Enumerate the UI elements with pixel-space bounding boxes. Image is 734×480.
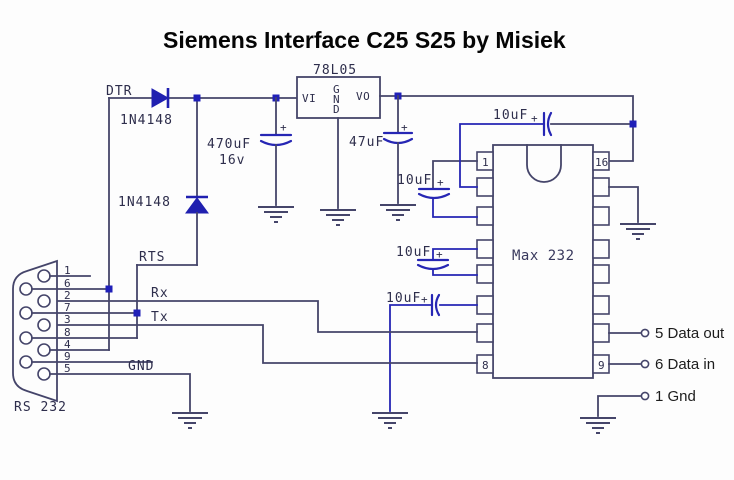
cap-c1-value: 10uF xyxy=(397,173,432,188)
ic-pin1-number: 1 xyxy=(482,156,489,169)
cap-c2: 10uF + xyxy=(396,245,478,276)
cap-470uf-voltage: 16v xyxy=(219,153,245,168)
ground-symbol xyxy=(619,223,657,240)
junction-dot xyxy=(105,285,113,293)
ic-gnd-wire xyxy=(608,186,657,240)
ic-notch xyxy=(526,144,562,183)
diode-d1-label: 1N4148 xyxy=(120,113,173,128)
cap-c2-value: 10uF xyxy=(396,245,431,260)
rx-wire: Rx xyxy=(49,286,478,333)
regulator-gnd-g: G xyxy=(333,83,340,96)
terminal-data-in: 6 Data in xyxy=(608,356,715,373)
ic-pin16-number: 16 xyxy=(595,156,608,169)
cap-47uf: + 47uF xyxy=(349,95,417,221)
cap-c3: 10uF + xyxy=(459,108,630,188)
db9-pin-number: 6 xyxy=(64,277,71,290)
ic-pin9-number: 9 xyxy=(598,359,605,372)
dtr-label: DTR xyxy=(106,84,132,99)
rts-label: RTS xyxy=(139,250,165,265)
ground-symbol xyxy=(371,412,409,429)
ic-label: Max 232 xyxy=(512,248,575,264)
page-title: Siemens Interface C25 S25 by Misiek xyxy=(163,27,566,53)
cap-470uf-plus: + xyxy=(280,121,287,134)
regulator-gnd-n: N xyxy=(333,93,340,106)
db9-pin-number: 8 xyxy=(64,326,71,339)
ic-pin8-number: 8 xyxy=(482,359,489,372)
db9-connector: 1 6 2 7 3 8 4 9 5 RS 232 xyxy=(12,259,191,415)
cap-c4: 10uF + xyxy=(371,291,478,429)
diode-d2-label: 1N4148 xyxy=(118,195,171,210)
cap-c4-value: 10uF xyxy=(386,291,421,306)
regulator-78l05: 78L05 VI G N D VO xyxy=(296,63,381,226)
rx-label: Rx xyxy=(151,286,169,301)
gnd-wire: GND xyxy=(128,359,209,429)
cap-c1-plus: + xyxy=(437,176,444,189)
db9-pin-number: 4 xyxy=(64,338,71,351)
db9-pin-number: 1 xyxy=(64,264,71,277)
terminal-gnd-label: 1 Gnd xyxy=(655,388,696,405)
junction-dot xyxy=(133,309,141,317)
db9-pin-number: 2 xyxy=(64,289,71,302)
cap-c1: 10uF + xyxy=(397,160,478,218)
regulator-vo-label: VO xyxy=(356,90,370,103)
gnd-label: GND xyxy=(128,359,154,374)
cap-47uf-value: 47uF xyxy=(349,135,384,150)
db9-pin-number: 7 xyxy=(64,301,71,314)
diode-d1: 1N4148 xyxy=(120,88,173,128)
db9-pin-number: 5 xyxy=(64,362,71,375)
cap-470uf: + 470uF 16v xyxy=(207,97,295,223)
db9-pin-number: 9 xyxy=(64,350,71,363)
cap-470uf-value: 470uF xyxy=(207,137,251,152)
ground-symbol xyxy=(579,417,617,434)
terminal-gnd: 1 Gnd xyxy=(579,388,696,434)
regulator-vi-label: VI xyxy=(302,92,316,105)
junction-dot xyxy=(193,94,201,102)
cap-c2-plus: + xyxy=(436,248,443,261)
cap-c3-value: 10uF xyxy=(493,108,528,123)
ground-symbol xyxy=(319,209,357,226)
ground-symbol xyxy=(379,204,417,221)
junction-dot xyxy=(629,120,637,128)
ic-max232: Max 232 1 16 8 9 xyxy=(476,144,610,379)
tx-wire: Tx xyxy=(49,310,478,364)
cap-c4-plus: + xyxy=(421,293,428,306)
db9-pin-number: 3 xyxy=(64,313,71,326)
ground-symbol xyxy=(171,412,209,429)
regulator-gnd-d: D xyxy=(333,103,340,116)
diode-d2: 1N4148 xyxy=(118,97,209,266)
tx-label: Tx xyxy=(151,310,169,325)
ground-symbol xyxy=(257,206,295,223)
db9-connector-label: RS 232 xyxy=(14,400,67,415)
cap-c3-plus: + xyxy=(531,112,538,125)
regulator-label: 78L05 xyxy=(313,63,357,78)
terminal-data-in-label: 6 Data in xyxy=(655,356,715,373)
cap-47uf-plus: + xyxy=(401,121,408,134)
terminal-data-out-label: 5 Data out xyxy=(655,325,725,342)
terminal-data-out: 5 Data out xyxy=(608,325,725,342)
